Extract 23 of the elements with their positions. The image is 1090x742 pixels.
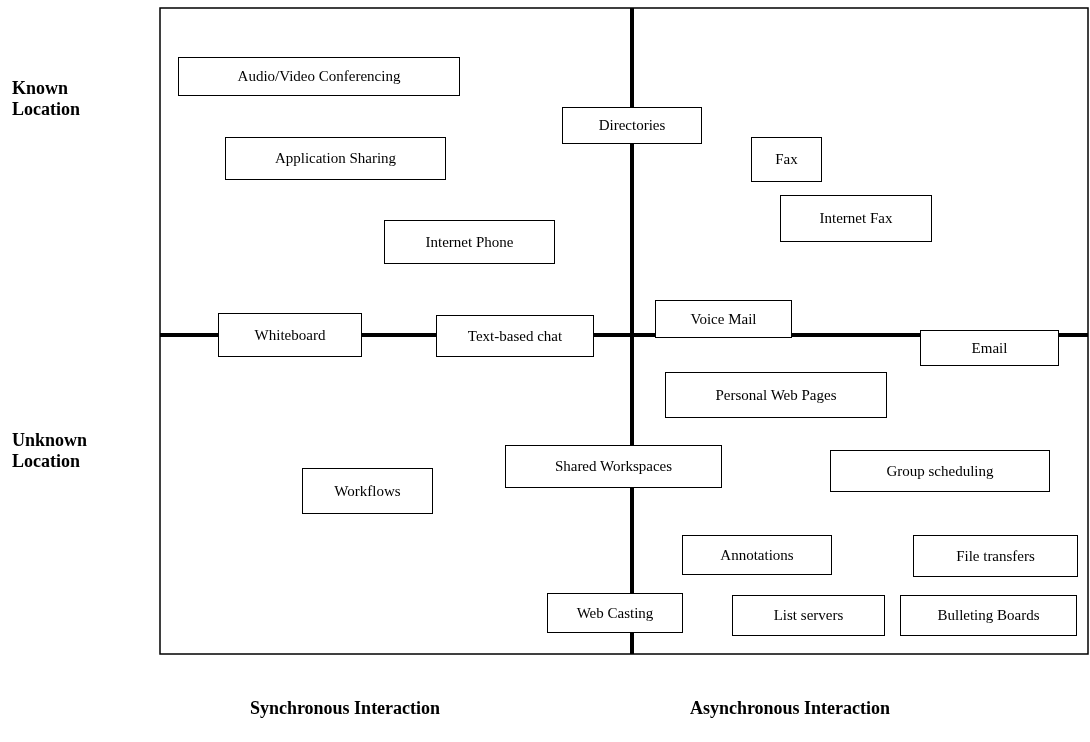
category-box: Annotations: [682, 535, 832, 575]
category-box: Internet Fax: [780, 195, 932, 242]
category-box: Email: [920, 330, 1059, 366]
category-box: Shared Workspaces: [505, 445, 722, 488]
axis-label: Synchronous Interaction: [249, 698, 441, 719]
category-box: Audio/Video Conferencing: [178, 57, 460, 96]
category-box: Group scheduling: [830, 450, 1050, 492]
category-box: Application Sharing: [225, 137, 446, 180]
category-box: Directories: [562, 107, 702, 144]
axis-label: Asynchronous Interaction: [689, 698, 891, 719]
category-box: Voice Mail: [655, 300, 792, 338]
axis-label: Unknown Location: [12, 430, 89, 472]
category-box: Bulleting Boards: [900, 595, 1077, 636]
category-box: List servers: [732, 595, 885, 636]
category-box: Internet Phone: [384, 220, 555, 264]
category-box: Personal Web Pages: [665, 372, 887, 418]
category-box: Text-based chat: [436, 315, 594, 357]
axis-label: Known Location: [12, 78, 81, 120]
category-box: Fax: [751, 137, 822, 182]
category-box: File transfers: [913, 535, 1078, 577]
category-box: Whiteboard: [218, 313, 362, 357]
category-box: Workflows: [302, 468, 433, 514]
category-box: Web Casting: [547, 593, 683, 633]
